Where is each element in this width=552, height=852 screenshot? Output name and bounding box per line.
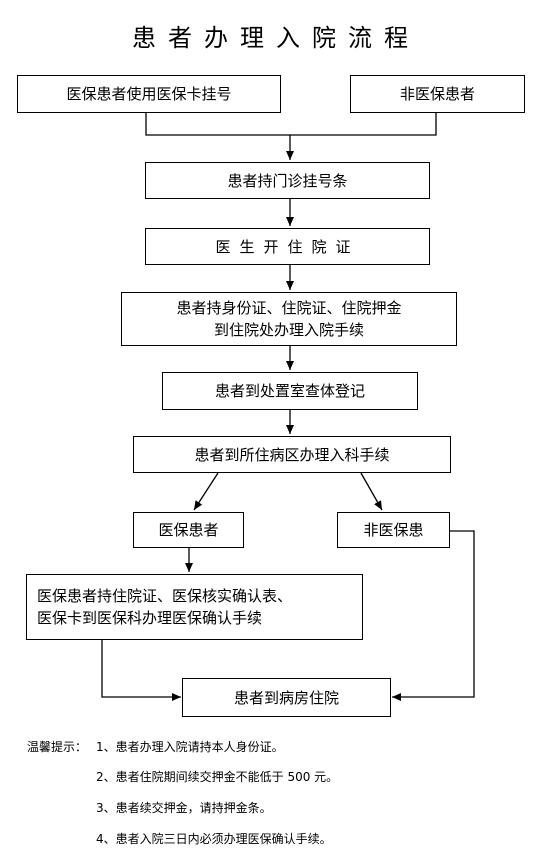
box-physical-exam: 患者到处置室查体登记 bbox=[162, 372, 418, 410]
box-non-insured-patient: 非医保患 bbox=[337, 512, 450, 548]
arrow-noninsured-to-ward bbox=[392, 530, 475, 701]
note-item-3: 3、患者续交押金，请持押金条。 bbox=[96, 801, 272, 815]
connector-insured-down bbox=[145, 113, 290, 136]
page-title: 患者办理入院流程 bbox=[132, 24, 420, 52]
box-insured-confirm: 医保患者持住院证、医保核实确认表、 医保卡到医保科办理医保确认手续 bbox=[26, 574, 363, 640]
box-insured-patient: 医保患者 bbox=[133, 512, 244, 548]
box-doctor-certificate: 医生开住院证 bbox=[145, 228, 430, 265]
box-non-insured-start: 非医保患者 bbox=[350, 75, 525, 113]
note-item-1: 1、患者办理入院请持本人身份证。 bbox=[96, 740, 284, 754]
box-insured-register: 医保患者使用医保卡挂号 bbox=[17, 75, 281, 113]
box-ward-procedure: 患者到所住病区办理入科手续 bbox=[133, 436, 451, 473]
note-item-2: 2、患者住院期间续交押金不能低于 500 元。 bbox=[96, 770, 339, 784]
box-outpatient-slip: 患者持门诊挂号条 bbox=[145, 162, 430, 199]
arrow-confirm-to-ward bbox=[101, 640, 181, 701]
connector-noninsured-down bbox=[290, 113, 437, 136]
box-admission-office: 患者持身份证、住院证、住院押金 到住院处办理入院手续 bbox=[121, 292, 457, 346]
arrow-to-noninsured bbox=[360, 472, 383, 511]
notes-label: 温馨提示： bbox=[27, 740, 88, 754]
arrow-to-insured bbox=[193, 472, 219, 511]
box-go-to-ward: 患者到病房住院 bbox=[182, 678, 391, 717]
note-item-4: 4、患者入院三日内必须办理医保确认手续。 bbox=[96, 832, 332, 846]
